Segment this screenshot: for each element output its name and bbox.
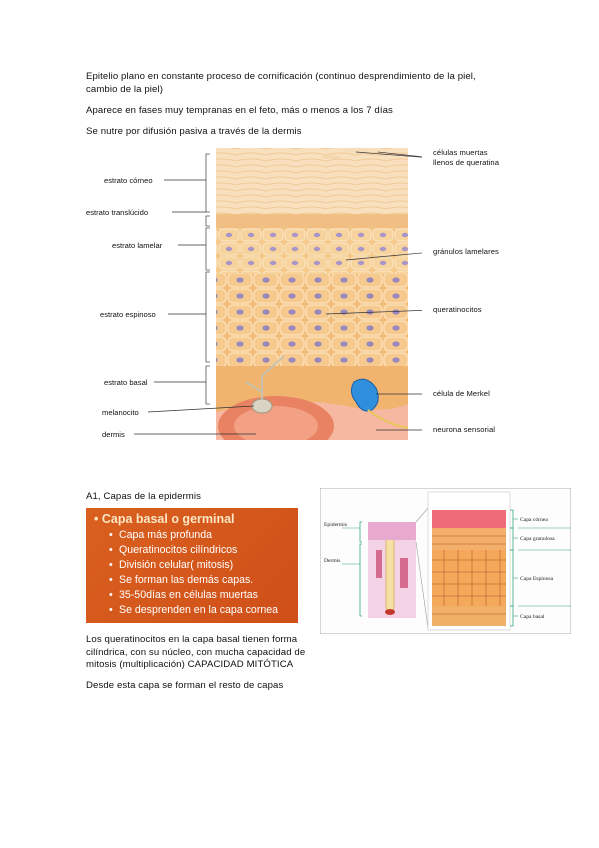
- layer-brackets: [205, 153, 210, 405]
- label-estrato-corneo: estrato córneo: [104, 176, 153, 185]
- label-queratinocitos: queratinocitos: [433, 305, 482, 314]
- slide-bullet: Se desprenden en la capa cornea: [86, 603, 278, 618]
- capa-granulosa-band: [432, 528, 506, 550]
- label-capa-basal: Capa basal: [520, 614, 545, 620]
- slide-bullet: Queratinocitos cilíndricos: [86, 543, 278, 558]
- paragraph-queratinocitos: Los queratinocitos en la capa basal tien…: [86, 634, 306, 670]
- label-estrato-translucido: estrato translúcido: [86, 208, 148, 217]
- capa-cornea-band: [432, 510, 506, 528]
- label-estrato-basal: estrato basal: [104, 378, 148, 387]
- capa-basal-band: [432, 606, 506, 626]
- label-epidermis: Epidermis: [324, 522, 347, 528]
- label-dermis-fig2: Dermis: [324, 558, 340, 564]
- slide-bullet: Se forman las demás capas.: [86, 573, 278, 588]
- label-dermis: dermis: [102, 430, 125, 439]
- right-label-lines: [325, 151, 422, 431]
- slide-bullet: 35-50días en células muertas: [86, 588, 278, 603]
- slide-bullet: División celular( mitosis): [86, 558, 278, 573]
- label-melanocito: melanocito: [102, 408, 139, 417]
- melanocyte-cell: [251, 398, 273, 414]
- slide-capa-basal: • Capa basal o germinal Capa más profund…: [86, 508, 298, 623]
- capa-espinosa-band: [432, 550, 506, 606]
- label-estrato-lamelar: estrato lamelar: [112, 241, 163, 250]
- sensory-neuron: [367, 409, 409, 429]
- merkel-cell: [350, 378, 379, 412]
- slide-bullet-list: Capa más profunda Queratinocitos cilíndr…: [86, 528, 278, 618]
- label-capa-espinosa: Capa Espinosa: [520, 576, 554, 582]
- label-celulas-muertas: células muertas: [433, 148, 488, 157]
- label-neurona-sensorial: neurona sensorial: [433, 425, 496, 434]
- left-label-lines: [134, 179, 256, 435]
- slide-title: • Capa basal o germinal: [94, 512, 235, 526]
- dead-cell: [322, 155, 340, 159]
- label-celula-merkel: célula de Merkel: [433, 389, 490, 398]
- paragraph-fetal-appearance: Aparece en fases muy tempranas en el fet…: [86, 105, 393, 116]
- slide-bullet: Capa más profunda: [86, 528, 278, 543]
- label-llenos-queratina: llenos de queratina: [433, 158, 500, 167]
- section-heading-a1: A1, Capas de la epidermis: [86, 491, 202, 502]
- paragraph-resto-capas: Desde esta capa se forman el resto de ca…: [86, 680, 284, 691]
- skin-layers-diagram: Epidermis Dermis Capa córnea Capa granul…: [320, 488, 571, 634]
- dead-cell: [344, 147, 368, 153]
- label-capa-granulosa: Capa granulosa: [520, 536, 555, 542]
- paragraph-nutrition: Se nutre por difusión pasiva a través de…: [86, 126, 302, 137]
- label-capa-cornea: Capa córnea: [520, 517, 548, 523]
- epidermis-layers-illustration: estrato córneo estrato translúcido estra…: [86, 147, 422, 440]
- paragraph-cornification: Epitelio plano en constante proceso de c…: [86, 71, 476, 95]
- label-estrato-espinoso: estrato espinoso: [100, 310, 156, 319]
- label-granulos-lamelares: gránulos lamelares: [433, 247, 499, 256]
